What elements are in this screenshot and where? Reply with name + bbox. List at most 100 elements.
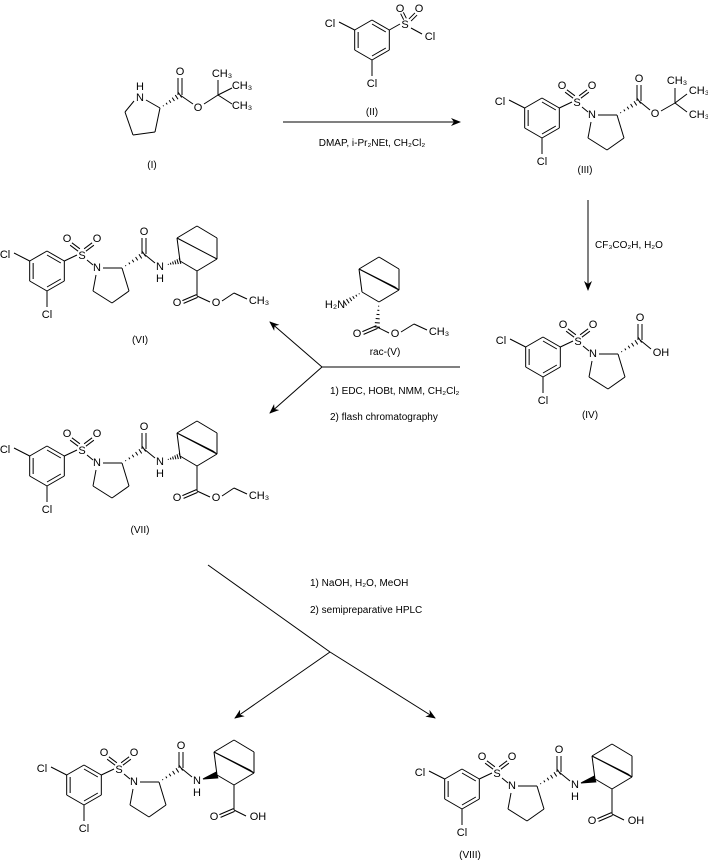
atom-label-h: H xyxy=(156,468,164,480)
bond xyxy=(221,292,235,302)
atom-label-h2n: H₂N xyxy=(325,299,345,311)
bond xyxy=(176,454,179,460)
atom-label-cl: Cl xyxy=(537,156,547,168)
bond xyxy=(175,767,180,773)
atom-label-ch3: CH₃ xyxy=(249,490,269,502)
bond xyxy=(524,127,543,139)
atom-label-cl: Cl xyxy=(496,335,506,347)
bond xyxy=(410,14,418,22)
bond xyxy=(362,325,377,333)
bond xyxy=(92,485,113,499)
bond xyxy=(29,475,48,487)
bond xyxy=(178,452,182,460)
bond xyxy=(594,778,613,790)
atom-label-o: O xyxy=(140,421,149,433)
atom-label-o: O xyxy=(176,66,185,78)
bond xyxy=(161,778,164,781)
bond xyxy=(158,781,167,806)
wedge-bond xyxy=(202,771,219,780)
atom-label-n: N xyxy=(93,262,101,274)
condition-step3b: 2) flash chromatography xyxy=(330,412,438,423)
bond xyxy=(358,256,380,270)
bond xyxy=(361,291,380,303)
bond xyxy=(165,776,168,779)
bond xyxy=(128,457,131,460)
atom-label-o: O xyxy=(212,492,221,504)
atom-label-cl: Cl xyxy=(425,31,435,43)
atom-label-cl: Cl xyxy=(538,395,548,407)
atom-label-o: O xyxy=(173,297,182,309)
bond xyxy=(371,23,387,33)
atom-label-s: S xyxy=(78,445,85,457)
bond xyxy=(674,93,688,104)
atom-label-o: O xyxy=(63,233,72,245)
bond xyxy=(354,49,373,61)
atom-label-o: O xyxy=(588,80,597,92)
atom-label-o: O xyxy=(555,744,564,756)
bond xyxy=(627,345,631,349)
bond xyxy=(579,328,589,336)
bond xyxy=(524,97,543,109)
bond xyxy=(638,100,651,111)
bond xyxy=(588,360,593,378)
atom-label-cl: Cl xyxy=(79,823,89,835)
atom-label-o: O xyxy=(194,102,203,114)
bond xyxy=(203,94,219,105)
atom-label-h: H xyxy=(136,81,144,93)
bond xyxy=(598,814,613,822)
bond xyxy=(597,812,612,820)
wedge-bond xyxy=(580,775,597,784)
atom-label-o: O xyxy=(140,226,149,238)
atom-label-o: O xyxy=(177,740,186,752)
bond xyxy=(83,768,99,778)
atom-label-s: S xyxy=(493,768,500,780)
bond xyxy=(660,102,676,112)
atom-label-n: N xyxy=(93,457,101,469)
bond xyxy=(363,327,378,335)
bond xyxy=(536,785,545,810)
bond xyxy=(196,225,218,239)
bond xyxy=(179,455,198,467)
bond xyxy=(213,739,235,753)
condition-step1: DMAP, i-Pr₂NEt, CH₂Cl₂ xyxy=(319,138,426,149)
bond xyxy=(168,773,172,777)
atom-label-o: O xyxy=(396,3,405,15)
bond xyxy=(179,94,194,105)
bond xyxy=(172,261,174,265)
compound-label-III: (III) xyxy=(578,165,593,176)
atom-label-o: O xyxy=(93,233,102,245)
bond xyxy=(108,756,118,764)
bond xyxy=(220,810,235,818)
bond xyxy=(213,751,218,776)
bond xyxy=(607,376,626,390)
bond xyxy=(611,743,633,757)
atom-label-cl: Cl xyxy=(0,444,10,456)
bond xyxy=(233,292,248,300)
arrow-step3-to-VII xyxy=(269,366,323,414)
compound-label-VI: (VI) xyxy=(132,335,148,346)
bond xyxy=(564,91,574,99)
atom-label-o: O xyxy=(63,428,72,440)
atom-label-o: O xyxy=(391,328,400,340)
bond xyxy=(172,770,176,775)
atom-label-o: O xyxy=(508,751,517,763)
bond xyxy=(634,339,639,345)
condition-step3a: 1) EDC, HOBt, NMM, CH₂Cl₂ xyxy=(330,386,460,397)
bond xyxy=(461,772,477,782)
bond xyxy=(674,102,688,113)
bond xyxy=(410,27,423,35)
bond xyxy=(633,100,638,106)
atom-label-o: O xyxy=(588,815,597,827)
bridge-wedge xyxy=(176,432,218,455)
bond xyxy=(178,257,182,265)
bond xyxy=(13,252,30,262)
atom-label-cl: Cl xyxy=(367,78,377,90)
bond xyxy=(182,489,197,497)
bond xyxy=(111,485,130,499)
bond xyxy=(216,774,235,786)
atom-label-n: N xyxy=(589,348,597,360)
bond xyxy=(624,348,627,351)
